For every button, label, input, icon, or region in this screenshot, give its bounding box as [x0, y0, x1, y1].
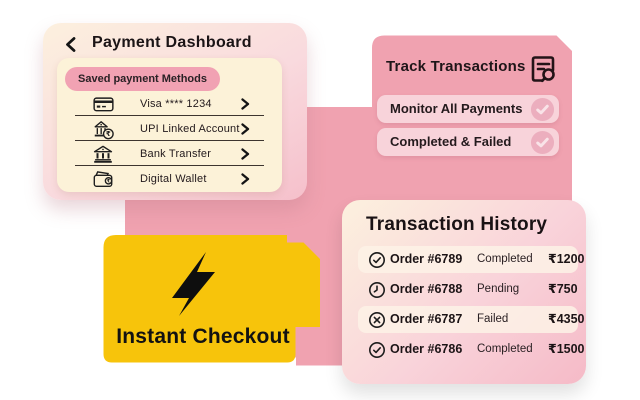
upi-bank-icon: ₹ [92, 118, 114, 140]
chevron-right-icon [240, 98, 250, 110]
order-amount: ₹4350 [548, 312, 585, 326]
svg-text:₹: ₹ [107, 179, 111, 185]
track-item-label: Monitor All Payments [390, 101, 523, 116]
order-amount: ₹750 [548, 282, 578, 296]
order-amount: ₹1500 [548, 342, 585, 356]
method-row-upi[interactable]: ₹ UPI Linked Account [57, 118, 282, 140]
divider [75, 140, 264, 141]
transaction-row[interactable]: Order #6787 Failed ₹4350 [358, 306, 585, 333]
order-number: Order #6787 [390, 312, 463, 326]
wallet-icon: ₹ [92, 168, 114, 190]
check-circle-icon [368, 251, 386, 269]
divider [75, 115, 264, 116]
method-label: UPI Linked Account [140, 123, 240, 135]
x-circle-icon [368, 311, 386, 329]
lightning-bolt-icon [172, 252, 215, 316]
track-item-label: Completed & Failed [390, 134, 512, 149]
method-row-bank[interactable]: Bank Transfer [57, 143, 282, 165]
instant-checkout-label: Instant Checkout [116, 325, 290, 348]
divider [75, 165, 264, 166]
order-amount: ₹1200 [548, 252, 585, 266]
credit-card-icon [92, 93, 114, 115]
bank-icon [92, 143, 114, 165]
check-circle-icon [368, 341, 386, 359]
saved-methods-panel: Saved payment Methods Visa **** 1234 [57, 58, 282, 192]
order-status: Pending [477, 283, 520, 295]
clock-icon [368, 281, 386, 299]
svg-text:₹: ₹ [106, 130, 111, 138]
order-number: Order #6788 [390, 282, 463, 296]
method-label: Visa **** 1234 [140, 98, 212, 110]
check-badge-icon [530, 130, 555, 155]
track-item-monitor[interactable]: Monitor All Payments [377, 95, 559, 123]
section-label-badge: Saved payment Methods [65, 67, 220, 91]
method-row-visa[interactable]: Visa **** 1234 [57, 93, 282, 115]
method-label: Digital Wallet [140, 173, 207, 185]
chevron-right-icon [240, 148, 250, 160]
transaction-row[interactable]: Order #6786 Completed ₹1500 [358, 336, 585, 363]
payment-dashboard-card: Payment Dashboard Saved payment Methods … [43, 23, 307, 200]
transaction-history-card: Transaction History Order #6789 Complete… [342, 200, 586, 384]
order-number: Order #6786 [390, 342, 463, 356]
method-row-wallet[interactable]: ₹ Digital Wallet [57, 168, 282, 190]
page-title: Payment Dashboard [92, 34, 252, 51]
instant-checkout-folder [103, 235, 320, 363]
chevron-right-icon [240, 173, 250, 185]
document-search-icon [524, 51, 560, 87]
transaction-row[interactable]: Order #6788 Pending ₹750 [358, 276, 578, 303]
check-badge-icon [530, 97, 555, 122]
track-transactions-title: Track Transactions [386, 58, 526, 75]
method-label: Bank Transfer [140, 148, 212, 160]
order-status: Completed [477, 253, 533, 265]
order-number: Order #6789 [390, 252, 463, 266]
order-status: Failed [477, 313, 509, 325]
chevron-right-icon [240, 123, 250, 135]
track-item-completed-failed[interactable]: Completed & Failed [377, 128, 559, 156]
order-status: Completed [477, 343, 533, 355]
back-icon[interactable] [64, 36, 77, 53]
transaction-history-title: Transaction History [366, 214, 548, 235]
transaction-row[interactable]: Order #6789 Completed ₹1200 [358, 246, 585, 273]
